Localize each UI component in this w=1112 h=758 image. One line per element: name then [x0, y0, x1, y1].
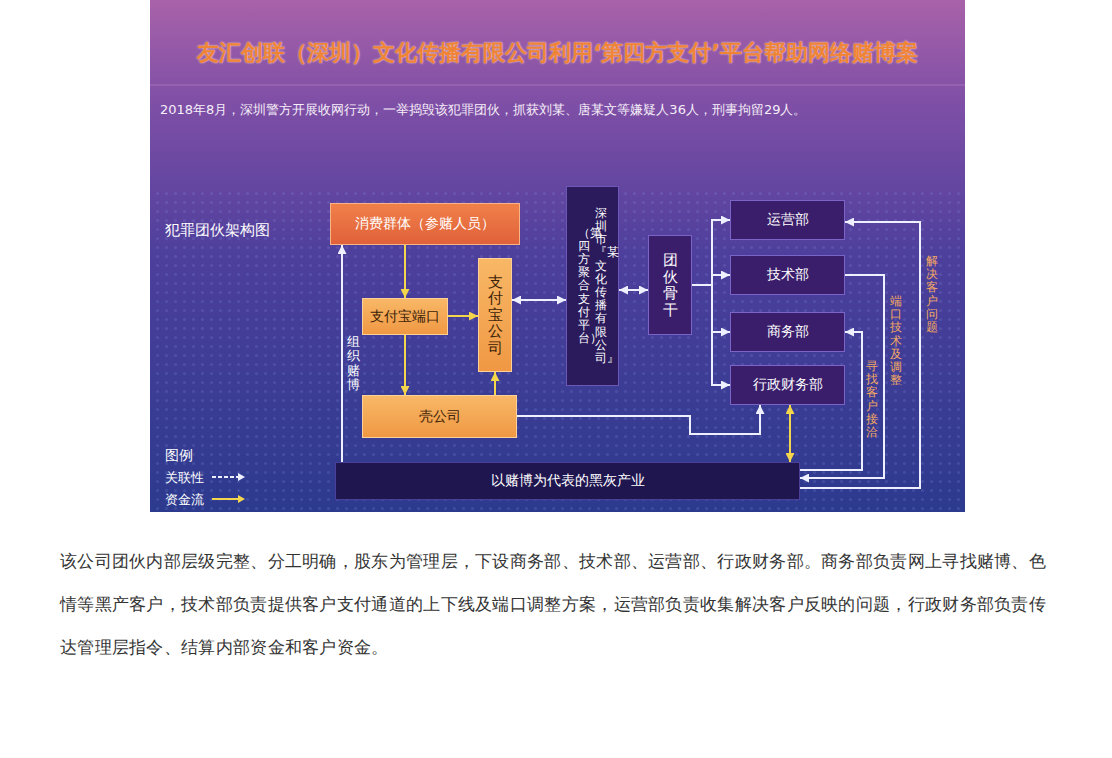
department-box: 运营部: [730, 200, 845, 240]
industry-band: 以赌博为代表的黑灰产业: [335, 462, 800, 500]
node-text: 以赌博为代表的黑灰产业: [491, 472, 645, 490]
edge-label-text: 寻找客户接洽: [866, 360, 878, 439]
node-text: 运营部: [767, 211, 809, 229]
money-flow-arrow: [404, 335, 406, 395]
edge-label: 组织赌博: [347, 335, 360, 392]
relation-arrow: [692, 275, 730, 285]
node-text: 消费群体（参赌人员）: [355, 215, 495, 233]
legend-line-sample: [212, 476, 238, 478]
money-flow-arrow: [404, 245, 406, 298]
relation-arrow: [692, 285, 730, 385]
node-text: 行政财务部: [753, 376, 823, 394]
node-text: 深圳市『某文化传播有限公司』: [595, 207, 607, 365]
node-text: 支付宝端口: [370, 308, 440, 326]
node-text: （第四方聚合支付平台）: [578, 227, 590, 346]
relation-arrow: [341, 245, 343, 462]
slide-title: 友汇创联（深圳）文化传播有限公司利用‘第四方支付’平台帮助网络赌博案: [150, 38, 965, 68]
money-flow-arrow: [789, 405, 791, 462]
relation-arrow: [619, 289, 648, 291]
caption: 该公司团伙内部层级完整、分工明确，股东为管理层，下设商务部、技术部、运营部、行政…: [60, 540, 1055, 669]
slide-panel: [150, 0, 965, 512]
label-text: 犯罪团伙架构图: [165, 221, 305, 240]
group-box: 消费群体（参赌人员）: [330, 203, 520, 245]
edge-label-text: 解决客户问题: [926, 255, 938, 334]
node-text: 商务部: [767, 323, 809, 341]
process-box: 支付宝端口: [362, 298, 448, 335]
subtitle: 2018年8月，深圳警方开展收网行动，一举捣毁该犯罪团伙，抓获刘某、唐某文等嫌疑…: [160, 101, 960, 119]
node-text: 支付宝公司: [488, 274, 503, 357]
edge-label-text: 端口技术及调整: [890, 295, 902, 387]
legend-text: 资金流: [165, 491, 204, 509]
legend-arrow-sample: [238, 495, 245, 503]
relation-arrow: [512, 299, 566, 301]
edge-label: 解决客户问题: [926, 255, 938, 334]
money-flow-arrow: [448, 315, 478, 317]
core-box: 团伙骨干: [648, 235, 692, 335]
dot-pattern: [150, 190, 965, 512]
edge-label-text: 组织赌博: [347, 335, 360, 392]
edge-label: 端口技术及调整: [890, 295, 902, 387]
title-rule: [150, 85, 965, 86]
department-box: 技术部: [730, 255, 845, 295]
legend-arrow-sample: [238, 473, 245, 481]
node-text: 壳公司: [419, 408, 461, 426]
money-flow-arrow: [494, 372, 496, 395]
legend-line-sample: [212, 498, 238, 500]
process-box: 支付宝公司: [478, 258, 512, 372]
edge-label: 寻找客户接洽: [866, 360, 878, 439]
process-box: 壳公司: [362, 395, 517, 438]
relation-arrow: [517, 405, 760, 434]
node-text: 技术部: [767, 266, 809, 284]
legend-text: 关联性: [165, 469, 204, 487]
platform-box: 深圳市『某文化传播有限公司』 （第四方聚合支付平台）: [566, 186, 619, 386]
department-box: 行政财务部: [730, 365, 845, 405]
node-text: 团伙骨干: [663, 252, 678, 318]
relation-arrow: [692, 220, 730, 285]
department-box: 商务部: [730, 312, 845, 352]
label-text: 图例: [165, 447, 225, 465]
